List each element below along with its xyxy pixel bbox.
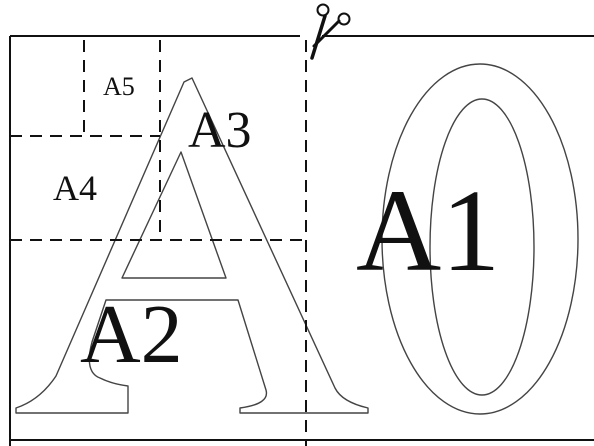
- label-a5: A5: [103, 72, 135, 101]
- label-a4: A4: [53, 168, 97, 208]
- cut-lines: [10, 40, 307, 446]
- label-a2: A2: [80, 288, 183, 381]
- label-a1: A1: [356, 165, 500, 296]
- a0-zero-outline: [381, 63, 579, 415]
- label-a3: A3: [188, 102, 252, 159]
- scissors-icon: [310, 3, 351, 60]
- a0-letter-a-outline: [15, 77, 369, 414]
